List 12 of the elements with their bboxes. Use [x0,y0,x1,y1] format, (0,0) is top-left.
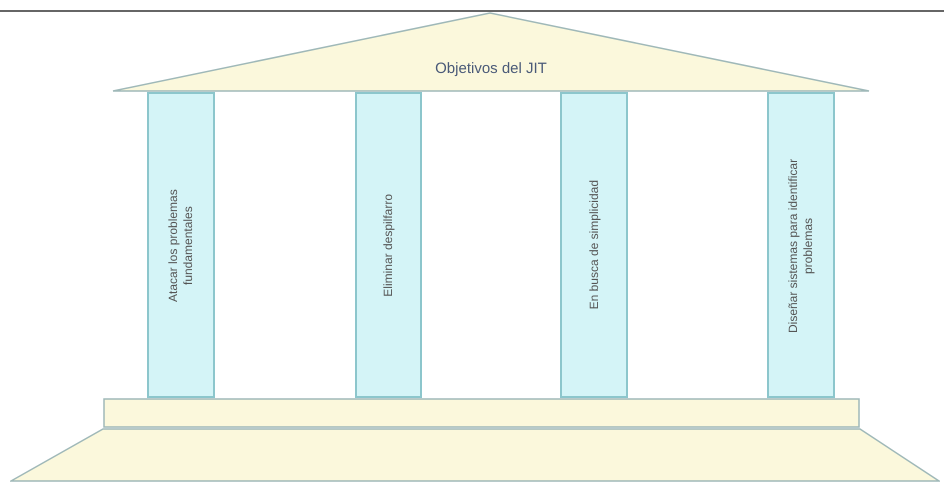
pillar-label: Eliminar despilfarro [381,194,396,296]
pillar [560,92,628,398]
pillar [147,92,215,398]
roof-triangle [112,12,870,92]
pillar-label: Atacar los problemas fundamentales [166,188,196,304]
pillar [767,92,835,398]
roof-label: Objetivos del JIT [434,60,548,77]
step-bar [103,398,860,428]
pillar-label: Diseñar sistemas para identificar problemas [786,158,816,332]
pillar [355,92,422,398]
pillar-label: En busca de simplicidad [586,180,602,310]
base-trapezoid [10,428,940,482]
